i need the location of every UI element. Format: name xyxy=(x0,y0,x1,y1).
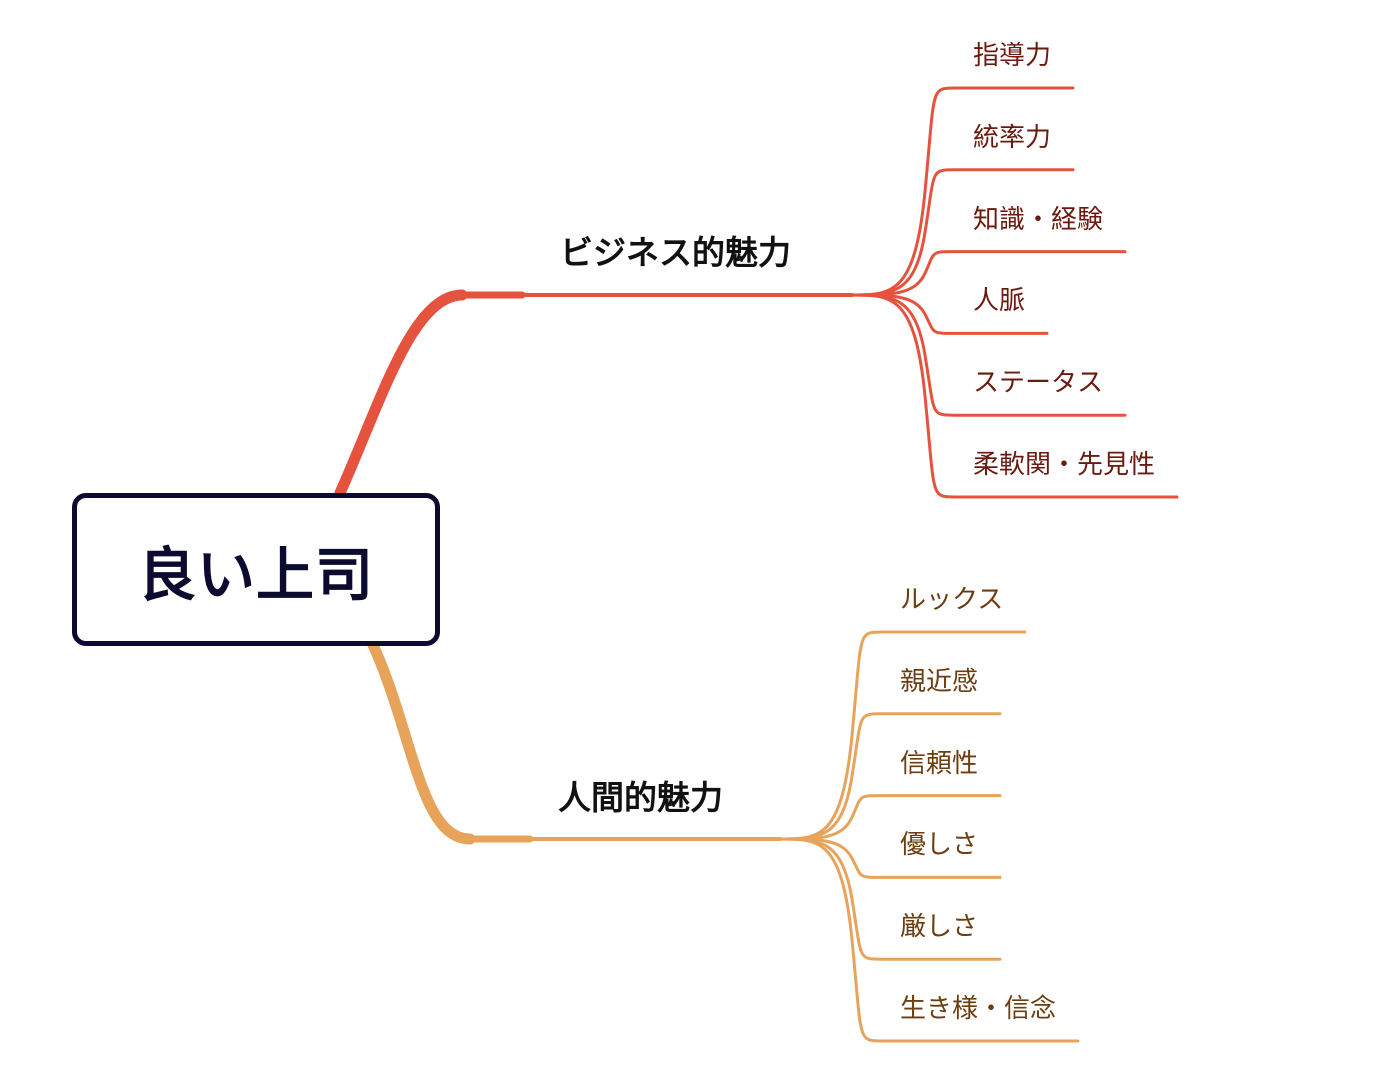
leaf-label[interactable]: 信頼性 xyxy=(900,748,979,779)
branch-label-business[interactable]: ビジネス的魅力 xyxy=(560,233,791,272)
branch-label-personal[interactable]: 人間的魅力 xyxy=(558,778,723,817)
leaf-label[interactable]: 生き様・信念 xyxy=(900,994,1057,1024)
leaf-connector xyxy=(778,837,1080,1043)
leaf-label[interactable]: 親近感 xyxy=(900,666,979,697)
main-branch-curve xyxy=(334,289,468,499)
leaf-connector xyxy=(850,293,1179,499)
leaf-label[interactable]: ルックス xyxy=(900,585,1004,615)
main-branch-curve xyxy=(367,639,476,845)
root-label: 良い上司 xyxy=(137,540,374,609)
leaf-label[interactable]: 統率力 xyxy=(973,122,1052,153)
leaf-connector xyxy=(778,630,1027,841)
leaf-label[interactable]: 指導力 xyxy=(973,41,1052,71)
leaf-label[interactable]: 優しさ xyxy=(900,830,979,861)
leaf-connector xyxy=(850,86,1075,297)
root-node[interactable]: 良い上司 xyxy=(72,493,440,646)
leaf-label[interactable]: 柔軟関・先見性 xyxy=(973,450,1156,480)
leaf-label[interactable]: ステータス xyxy=(973,368,1104,399)
leaf-label[interactable]: 知識・経験 xyxy=(973,204,1104,235)
leaf-label[interactable]: 厳しさ xyxy=(900,912,979,943)
leaf-label[interactable]: 人脈 xyxy=(973,286,1026,317)
